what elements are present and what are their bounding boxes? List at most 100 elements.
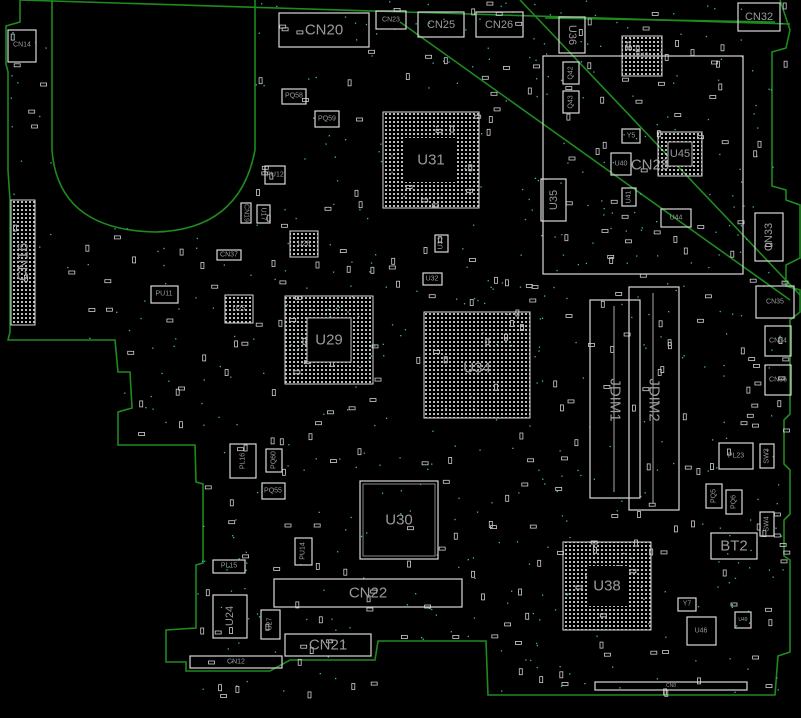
component-U32[interactable]: U32 xyxy=(422,272,443,286)
component-BT2[interactable]: BT2 xyxy=(710,532,758,560)
component-CN34[interactable]: CN34 xyxy=(764,325,792,357)
component-CN26[interactable]: CN26 xyxy=(475,11,524,38)
via xyxy=(577,469,579,472)
passive-part xyxy=(690,49,695,56)
component-U17[interactable]: U17 xyxy=(256,204,271,224)
via xyxy=(323,589,325,591)
via xyxy=(781,23,783,25)
component-U24[interactable]: U24 xyxy=(212,594,248,639)
via xyxy=(768,569,771,571)
component-U36[interactable]: U36 xyxy=(558,16,586,54)
passive-part xyxy=(635,99,643,104)
via xyxy=(530,659,532,662)
component-PU11[interactable]: PU11 xyxy=(150,285,179,304)
component-U27[interactable]: U27 xyxy=(260,609,281,640)
component-CN21[interactable]: CN21 xyxy=(284,633,372,657)
component-Y5[interactable]: Y5 xyxy=(621,128,641,144)
via xyxy=(13,193,15,195)
component-CN22[interactable]: CN22 xyxy=(273,578,463,608)
via xyxy=(563,142,565,145)
label-CN34: CN34 xyxy=(769,338,787,345)
via xyxy=(479,449,481,451)
component-U46[interactable]: U46 xyxy=(686,616,717,646)
component-PL23[interactable]: PL23 xyxy=(718,442,754,470)
component-PQ55[interactable]: PQ55 xyxy=(261,482,286,500)
component-U45[interactable]: U45 xyxy=(657,131,703,177)
component-CN12[interactable]: CN12 xyxy=(189,655,283,669)
component-PQ6[interactable]: PQ6 xyxy=(725,489,743,515)
component-CN36[interactable]: CN36 xyxy=(764,364,792,396)
via xyxy=(673,462,675,465)
component-CN25[interactable]: CN25 xyxy=(417,11,465,38)
via xyxy=(640,229,643,231)
passive-part xyxy=(748,357,756,362)
component-U25[interactable]: U25 xyxy=(224,294,254,324)
via xyxy=(436,554,438,556)
component-CN33[interactable]: CN33 xyxy=(754,212,784,262)
component-PU12[interactable]: PU12 xyxy=(264,165,286,185)
component-JDIM1[interactable]: JDIM1 xyxy=(589,299,641,499)
via xyxy=(381,492,384,494)
component-U33[interactable]: U33 xyxy=(434,234,449,253)
component-U41[interactable]: U41 xyxy=(621,187,637,207)
component-Y7[interactable]: Y7 xyxy=(677,597,697,612)
component-PQ5[interactable]: PQ5 xyxy=(705,483,723,509)
component-PU14[interactable]: PU14 xyxy=(294,537,313,566)
component-PQ60[interactable]: PQ60 xyxy=(265,448,283,473)
component-PQ58[interactable]: PQ58 xyxy=(281,88,307,105)
passive-part xyxy=(396,280,401,288)
via xyxy=(380,143,382,145)
component-CN20[interactable]: CN20 xyxy=(278,12,370,48)
via xyxy=(782,569,784,571)
via xyxy=(116,311,118,313)
via xyxy=(366,532,368,534)
via xyxy=(428,22,431,24)
component-Q42[interactable]: Q42 xyxy=(562,61,580,85)
component-U35[interactable]: U35 xyxy=(540,178,567,222)
passive-part xyxy=(782,2,787,10)
via xyxy=(145,407,147,409)
via xyxy=(731,606,733,609)
passive-part xyxy=(178,421,183,429)
component-CN37[interactable]: CN37 xyxy=(216,249,242,261)
via xyxy=(528,563,531,565)
via xyxy=(553,286,555,289)
component-Q43[interactable]: Q43 xyxy=(562,90,580,114)
component-CN19[interactable]: CN19 xyxy=(240,202,252,224)
component-CN16[interactable]: CN16 xyxy=(10,199,36,326)
component-CN8[interactable]: CN8 xyxy=(594,681,748,691)
component-PL16[interactable]: PL16 xyxy=(229,443,257,479)
component-U28[interactable]: U28 xyxy=(289,230,319,258)
component-SW3[interactable]: SW3 xyxy=(759,443,775,469)
passive-part xyxy=(529,524,537,529)
label-JDIM1: JDIM1 xyxy=(607,378,624,421)
via xyxy=(600,45,602,47)
component-CN14[interactable]: CN14 xyxy=(7,29,37,63)
component-CN23[interactable]: CN23 xyxy=(375,10,407,30)
component-PQ59[interactable]: PQ59 xyxy=(314,110,340,128)
component-U44[interactable]: U44 xyxy=(660,208,692,228)
component-U49[interactable]: U49 xyxy=(734,611,752,629)
component-JDIM2[interactable]: JDIM2 xyxy=(628,286,680,511)
via xyxy=(582,97,584,99)
component-CN32[interactable]: CN32 xyxy=(737,2,781,32)
passive-part xyxy=(610,199,618,204)
component-U29[interactable]: U29 xyxy=(284,295,374,385)
passive-part xyxy=(271,389,276,397)
component-U42[interactable]: U42 xyxy=(621,35,663,77)
component-U38[interactable]: U38 xyxy=(562,541,652,631)
component-U31[interactable]: U31 xyxy=(382,111,480,209)
via xyxy=(400,513,402,515)
component-U40[interactable]: U40 xyxy=(610,152,632,176)
component-U34[interactable]: U34 xyxy=(423,311,531,419)
via xyxy=(518,492,520,494)
component-CN35[interactable]: CN35 xyxy=(755,285,795,319)
via xyxy=(474,577,476,579)
component-SW4[interactable]: SW4 xyxy=(759,511,775,537)
passive-part xyxy=(567,399,575,404)
component-U30[interactable]: U30 xyxy=(359,480,439,560)
component-PL15[interactable]: PL15 xyxy=(212,559,246,574)
passive-part xyxy=(519,432,524,440)
via xyxy=(428,87,430,89)
